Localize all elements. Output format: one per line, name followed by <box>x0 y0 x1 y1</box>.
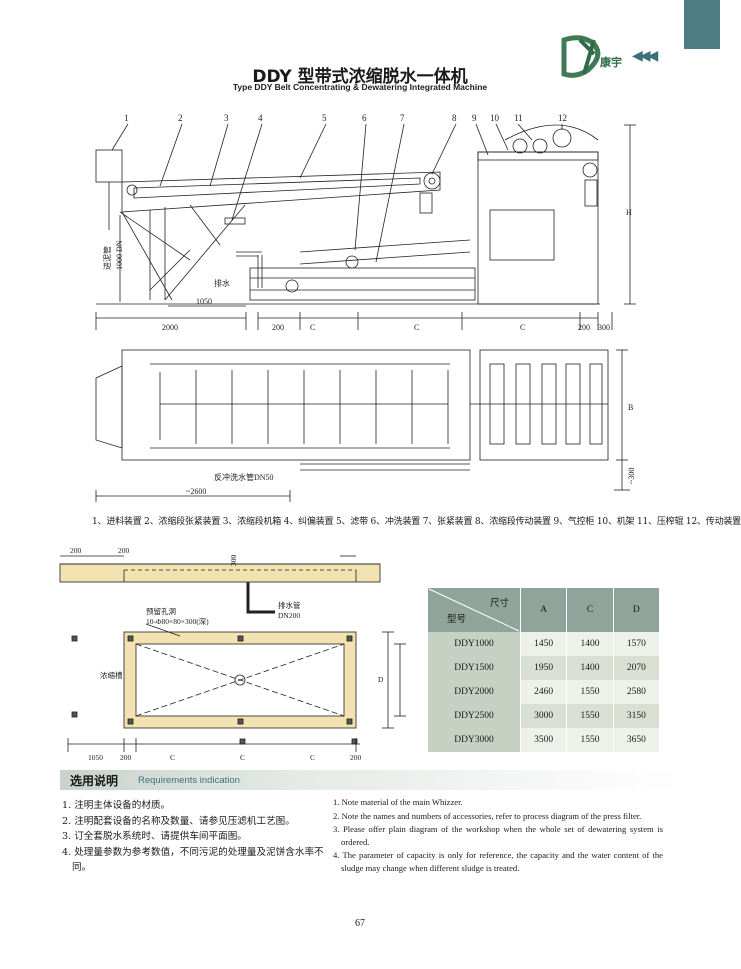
page-number: 67 <box>355 918 365 929</box>
dim-1050: 1050 <box>196 297 212 306</box>
cell-a: 1950 <box>520 656 568 680</box>
callout-12: 12 <box>558 113 567 123</box>
trench-label: 浓缩槽 <box>100 670 123 680</box>
cell-c: 1400 <box>566 632 614 656</box>
nav-arrows-icon: ◀◀◀ <box>632 48 658 64</box>
cell-model: DDY1000 <box>428 632 521 656</box>
cell-d: 3150 <box>613 704 661 728</box>
feed-pipe-size: 1000 DN <box>115 240 124 270</box>
bolt-hole-label: 预留孔洞 <box>146 606 176 616</box>
notes-en: 1. Note material of the main Whizzer. 2.… <box>333 796 663 876</box>
cell-model: DDY2000 <box>428 680 521 704</box>
header-model: 型号 <box>447 615 467 625</box>
cell-c: 1550 <box>566 704 614 728</box>
col-header-c: C <box>566 588 614 632</box>
backwash-pipe-label: 反冲洗水管DN50 <box>214 472 274 482</box>
drain-pipe-size: DN200 <box>278 611 300 620</box>
callout-11: 11 <box>514 113 523 123</box>
cell-a: 3500 <box>520 728 568 752</box>
requirements-header-bar <box>60 770 680 790</box>
callout-1: 1 <box>124 113 129 123</box>
foundation-dim-200-tl: 200 <box>70 546 82 555</box>
col-header-d: D <box>613 588 661 632</box>
cell-model: DDY3000 <box>428 728 521 752</box>
cell-d: 2580 <box>613 680 661 704</box>
dim-300-plan: ~300 <box>627 468 636 484</box>
width-label: B <box>628 403 633 412</box>
header-dimension: 尺寸 <box>489 599 509 609</box>
height-label: H <box>626 208 632 217</box>
foundation-dim-1050: 1050 <box>88 753 103 762</box>
dim-c-3: C <box>520 323 525 332</box>
note-en-4: 4. The parameter of capacity is only for… <box>333 850 663 873</box>
callout-8: 8 <box>452 113 457 123</box>
logo-text: 康宇 <box>600 55 622 69</box>
foundation-dim-200-tm: 200 <box>118 546 130 555</box>
cell-a: 1450 <box>520 632 568 656</box>
callout-5: 5 <box>322 113 327 123</box>
page-title: DDY 型带式浓缩脱水一体机 <box>252 67 468 87</box>
cell-model: DDY1500 <box>428 656 521 680</box>
cell-d: 1570 <box>613 632 661 656</box>
callout-6: 6 <box>362 113 367 123</box>
feed-pipe-label: 进泥管 <box>102 246 112 270</box>
note-cn-3: 3. 订全套脱水系统时、请提供车间平面图。 <box>62 831 247 842</box>
table-diag-header: 尺寸 型号 <box>428 588 521 632</box>
table-row: DDY1000 1450 1400 1570 <box>428 632 661 656</box>
callout-2: 2 <box>178 113 183 123</box>
note-en-2: 2. Note the names and numbers of accesso… <box>333 810 642 821</box>
cell-c: 1400 <box>566 656 614 680</box>
col-header-a: A <box>520 588 568 632</box>
note-cn-4: 4. 处理量参数为参考数值，不同污泥的处理量及泥饼含水率不同。 <box>62 846 324 874</box>
foundation-dim-200-b: 200 <box>350 753 362 762</box>
requirements-heading-en: Requirements indication <box>138 775 240 786</box>
drain-label: 排水 <box>214 278 230 288</box>
page-subtitle: Type DDY Belt Concentrating & Dewatering… <box>232 82 488 92</box>
callout-7: 7 <box>400 113 405 123</box>
cell-d: 3650 <box>613 728 661 752</box>
table-row: DDY2000 2460 1550 2580 <box>428 680 661 704</box>
dimension-table: 尺寸 型号 A C D DDY1000 1450 1400 1570 DDY15… <box>428 588 661 752</box>
note-en-1: 1. Note material of the main Whizzer. <box>333 797 463 807</box>
bolt-hole-size: 10-Φ80×80×300(深) <box>146 617 209 626</box>
foundation-dim-d: D <box>378 675 384 684</box>
note-cn-2: 2. 注明配套设备的名称及数量、请参见压滤机工艺图。 <box>62 815 295 827</box>
table-row: DDY3000 3500 1550 3650 <box>428 728 661 752</box>
foundation-dim-c-1: C <box>170 753 175 762</box>
callout-3: 3 <box>224 113 229 123</box>
dim-2000: 2000 <box>162 323 178 332</box>
note-en-3: 3. Please offer plain diagram of the wor… <box>333 824 663 847</box>
dim-200-a: 200 <box>272 323 284 332</box>
dim-c-1: C <box>310 323 315 332</box>
cell-c: 1550 <box>566 728 614 752</box>
corner-accent-block <box>684 0 720 48</box>
corner-accent-line <box>684 48 720 49</box>
requirements-heading-cn: 选用说明 <box>70 774 119 788</box>
cell-model: DDY2500 <box>428 704 521 728</box>
callout-9: 9 <box>472 113 477 123</box>
callout-4: 4 <box>258 113 263 123</box>
dim-2600: ~2600 <box>186 487 206 496</box>
callout-10: 10 <box>490 113 500 123</box>
parts-legend: 1、进料装置 2、浓缩段张紧装置 3、浓缩段机箱 4、纠偏装置 5、滤带 6、冲… <box>92 517 741 527</box>
notes-cn: 1. 注明主体设备的材质。 2. 注明配套设备的名称及数量、请参见压滤机工艺图。… <box>62 798 324 876</box>
company-logo: 康宇 <box>561 35 622 78</box>
foundation-dim-c-3: C <box>310 753 315 762</box>
table-row: DDY2500 3000 1550 3150 <box>428 704 661 728</box>
foundation-dim-200-a: 200 <box>120 753 132 762</box>
cell-c: 1550 <box>566 680 614 704</box>
foundation-dim-300: 300 <box>229 555 238 567</box>
dim-200-b: 200 <box>578 323 590 332</box>
dim-c-2: C <box>414 323 419 332</box>
cell-a: 3000 <box>520 704 568 728</box>
drain-pipe-label: 排水管 <box>278 600 301 610</box>
technical-drawing: 1 2 3 4 5 6 7 8 9 10 11 12 2000 1050 200… <box>59 113 636 762</box>
cell-d: 2070 <box>613 656 661 680</box>
table-row: DDY1500 1950 1400 2070 <box>428 656 661 680</box>
dim-300: 300 <box>598 323 610 332</box>
note-cn-1: 1. 注明主体设备的材质。 <box>62 800 171 811</box>
foundation-dim-c-2: C <box>240 753 245 762</box>
cell-a: 2460 <box>520 680 568 704</box>
